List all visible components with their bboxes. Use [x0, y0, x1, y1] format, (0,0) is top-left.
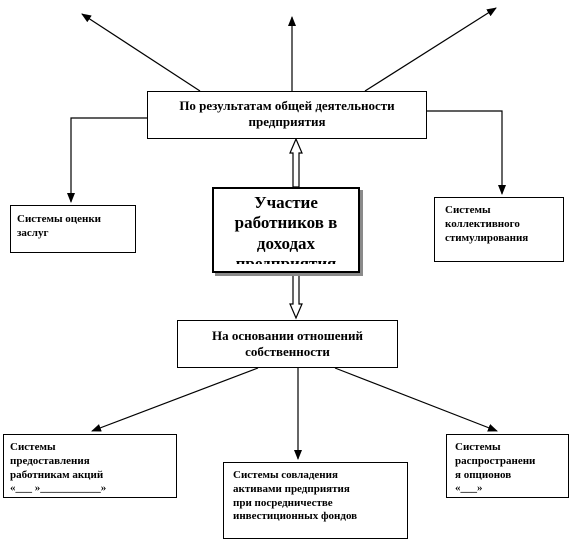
coownership-funds-box: Системы совладения активами предприятия …	[223, 462, 408, 539]
box-line: Участие	[254, 193, 318, 212]
arrow-top-to-upper-left	[81, 13, 201, 92]
collective-incentive-box: Системы коллективного стимулирования	[434, 197, 564, 262]
arrow-top-to-upper-right	[364, 7, 497, 92]
box-line: работникам акций	[10, 468, 104, 481]
central-concept-box: Участие работников в доходах предприятия	[212, 187, 360, 273]
arrow-top-to-merit-systems	[67, 117, 147, 203]
box-line: предприятия	[235, 254, 337, 265]
box-line: «___»	[455, 482, 483, 495]
box-line: По результатам общей деятельности	[179, 98, 395, 113]
box-line: я опционов	[455, 468, 512, 481]
box-line: Системы	[445, 204, 491, 216]
box-line: доходах	[256, 233, 316, 253]
box-line: при посредничестве	[233, 496, 333, 509]
box-line: Системы	[10, 441, 56, 453]
box-line: Системы оценки	[17, 213, 102, 225]
double-arrow-center-to-mid	[289, 272, 303, 320]
ownership-relations-box: На основании отношений собственности	[177, 320, 398, 368]
box-line: распространени	[455, 454, 536, 467]
box-line: коллективного	[445, 217, 520, 230]
double-arrow-center-to-top	[289, 137, 303, 188]
box-line: заслуг	[17, 226, 49, 239]
box-line: предоставления	[10, 454, 90, 467]
box-line: работников в	[234, 213, 338, 233]
box-line: Системы	[455, 441, 501, 453]
results-of-activity-box: По результатам общей деятельности предпр…	[147, 91, 427, 139]
box-line: активами предприятия	[233, 482, 350, 495]
box-line: собственности	[245, 344, 330, 360]
box-line: инвестиционных фондов	[233, 510, 358, 523]
arrow-mid-to-shares-systems	[91, 367, 259, 432]
employee-shares-box: Системы предоставления работникам акций …	[3, 434, 177, 498]
merit-systems-box: Системы оценки заслуг	[10, 205, 136, 253]
stock-options-box: Системы распространени я опционов «___»	[446, 434, 569, 498]
box-line: На основании отношений	[212, 328, 363, 343]
box-line: «___ »___________»	[10, 482, 107, 495]
arrow-mid-to-options-systems	[334, 367, 498, 432]
box-line: стимулирования	[445, 231, 529, 244]
box-line: Системы совладения	[233, 469, 338, 481]
arrow-top-to-collective-systems	[427, 110, 506, 195]
box-line: предприятия	[248, 114, 326, 130]
